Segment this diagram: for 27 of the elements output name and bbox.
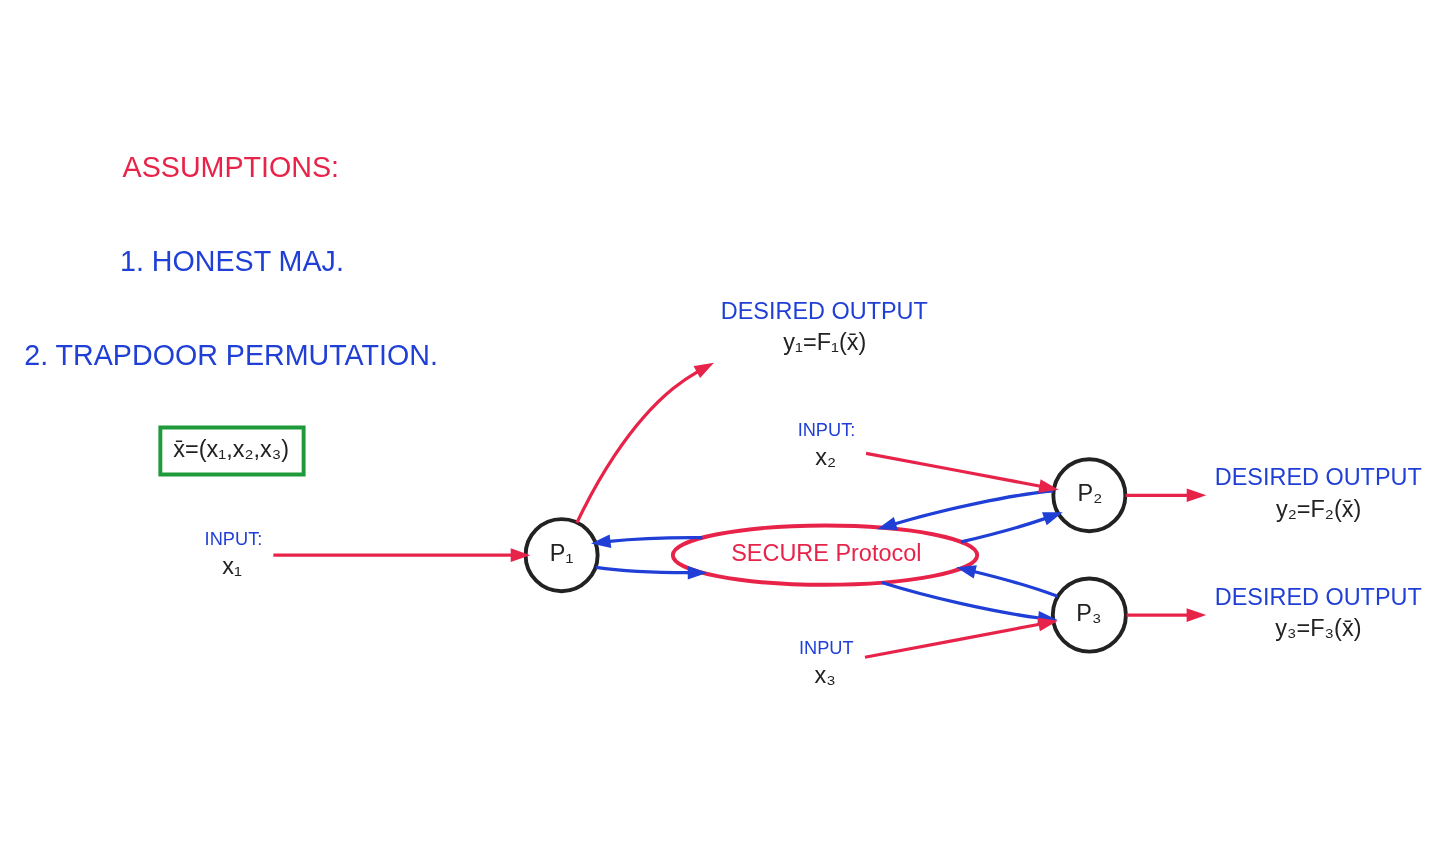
- arrow: [864, 617, 1058, 659]
- label: 2. TRAPDOOR PERMUTATION.: [24, 338, 438, 371]
- arrow: [591, 534, 703, 548]
- label: ASSUMPTIONS:: [122, 150, 340, 183]
- arrow: [595, 565, 708, 580]
- node-label: INPUT:: [797, 418, 856, 440]
- arrow: [865, 451, 1059, 493]
- arrow: [877, 489, 1054, 531]
- arrow: [956, 565, 1059, 598]
- label: 1. HONEST MAJ.: [119, 244, 344, 277]
- arrow: [960, 512, 1063, 544]
- arrow: [273, 548, 531, 563]
- arrow: [1126, 608, 1207, 622]
- node-text: DESIRED OUTPUT y₂=F₂(x̄): [1214, 464, 1422, 522]
- node-text: x₂: [815, 443, 837, 470]
- node-label: INPUT:: [204, 528, 263, 550]
- node-text: x₁: [222, 552, 242, 579]
- node-circle: P₂: [1051, 457, 1128, 534]
- node-text: x₃: [814, 662, 836, 689]
- node-box: x̄=(x₁,x₂,x₃): [158, 425, 306, 477]
- node-text: DESIRED OUTPUT y₁=F₁(x̄): [720, 297, 928, 355]
- node-label: INPUT: [798, 637, 854, 659]
- arrow: [575, 362, 714, 524]
- node-circle: P₁: [523, 517, 600, 594]
- arrow: [1125, 488, 1207, 503]
- node-text: DESIRED OUTPUT y₃=F₃(x̄): [1214, 584, 1422, 642]
- node-circle: P₃: [1050, 576, 1128, 654]
